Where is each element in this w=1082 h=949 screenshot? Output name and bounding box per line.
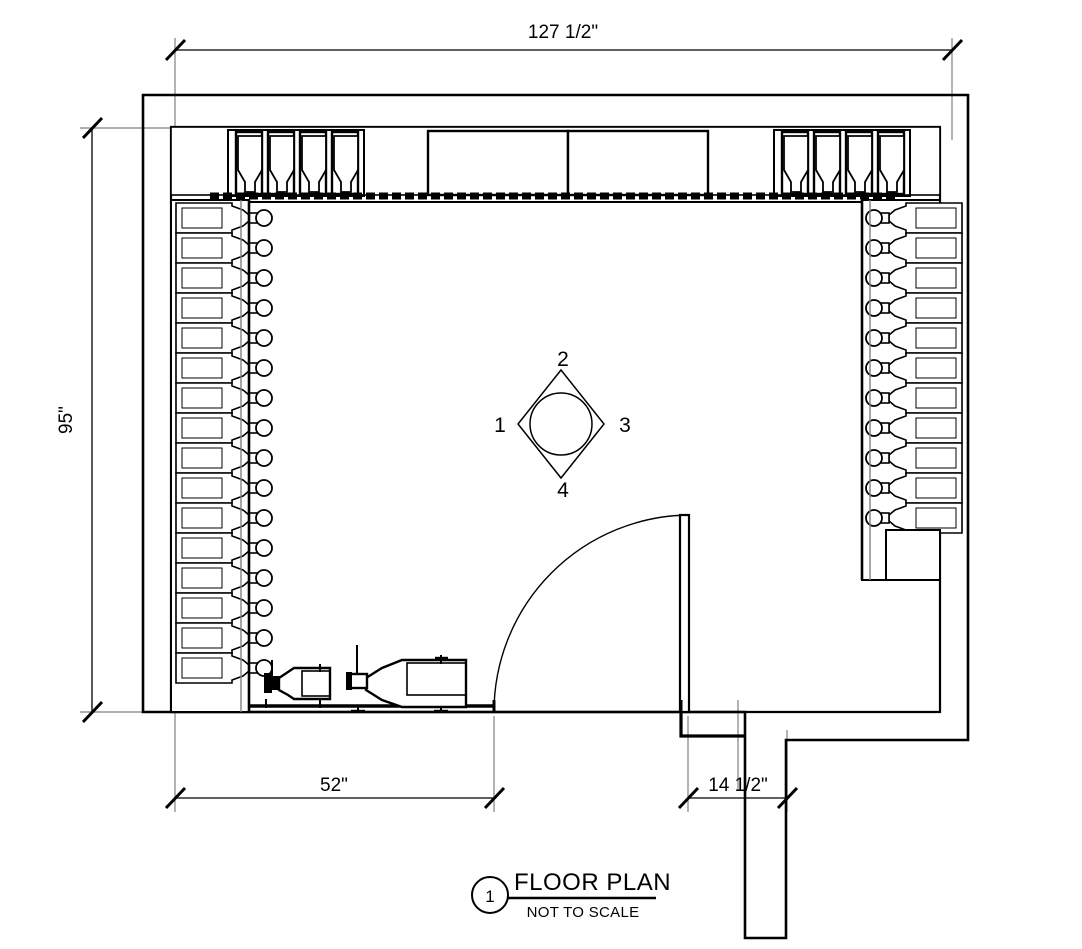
title-subtitle: NOT TO SCALE xyxy=(527,904,640,921)
elevation-marker[interactable]: 1 2 3 4 xyxy=(494,348,631,502)
right-wall-rack xyxy=(860,199,963,581)
rack-bay-empty xyxy=(426,129,570,197)
right-rack-bottles xyxy=(865,202,963,534)
elevation-marker-right: 3 xyxy=(619,414,631,437)
left-rack-bottles xyxy=(175,202,273,684)
detail-tag-number: 1 xyxy=(485,887,494,906)
rack-bay xyxy=(298,130,328,196)
detail-tag-circle xyxy=(471,876,509,914)
rack-top-center xyxy=(426,129,710,197)
door-swing-arc xyxy=(493,514,690,713)
display-shelf xyxy=(249,645,494,713)
dimension-lines xyxy=(91,49,952,799)
door-assembly xyxy=(492,513,691,714)
top-wall-rack xyxy=(170,126,941,203)
door-leaf xyxy=(678,513,691,714)
corridor-wall-inner xyxy=(679,712,745,738)
elevation-marker-diamond xyxy=(517,368,605,480)
dim-overall-height: 95" xyxy=(56,406,77,434)
display-bottle-magnum xyxy=(346,645,468,713)
dim-bottom-left: 52" xyxy=(320,775,348,796)
rack-bay-empty xyxy=(566,129,710,197)
dimension-layer: 127 1/2" 95" 52" 14 1/2" xyxy=(56,22,964,812)
right-rack-bay-empty xyxy=(885,529,941,581)
rack-bay xyxy=(876,130,906,196)
rack-top-left xyxy=(227,129,365,197)
display-bottle-small xyxy=(260,660,332,708)
elevation-marker-bottom: 4 xyxy=(557,479,569,502)
rack-bay xyxy=(844,130,874,196)
rack-bay xyxy=(266,130,296,196)
left-wall-rack xyxy=(170,199,273,713)
rack-top-right xyxy=(773,129,911,197)
title-block: 1 FLOOR PLAN NOT TO SCALE xyxy=(471,869,671,921)
elevation-marker-left: 1 xyxy=(494,414,506,437)
rack-bay xyxy=(234,130,264,196)
dim-overall-width: 127 1/2" xyxy=(528,22,598,43)
dim-bottom-right: 14 1/2" xyxy=(708,775,768,796)
elevation-marker-circle xyxy=(529,392,593,456)
rack-bay xyxy=(812,130,842,196)
corridor xyxy=(679,712,745,738)
extension-lines xyxy=(80,38,953,812)
title-main: FLOOR PLAN xyxy=(514,869,671,896)
dimension-ticks xyxy=(81,38,964,810)
rack-bay xyxy=(330,130,360,196)
rack-bay xyxy=(780,130,810,196)
elevation-marker-top: 2 xyxy=(557,348,569,371)
